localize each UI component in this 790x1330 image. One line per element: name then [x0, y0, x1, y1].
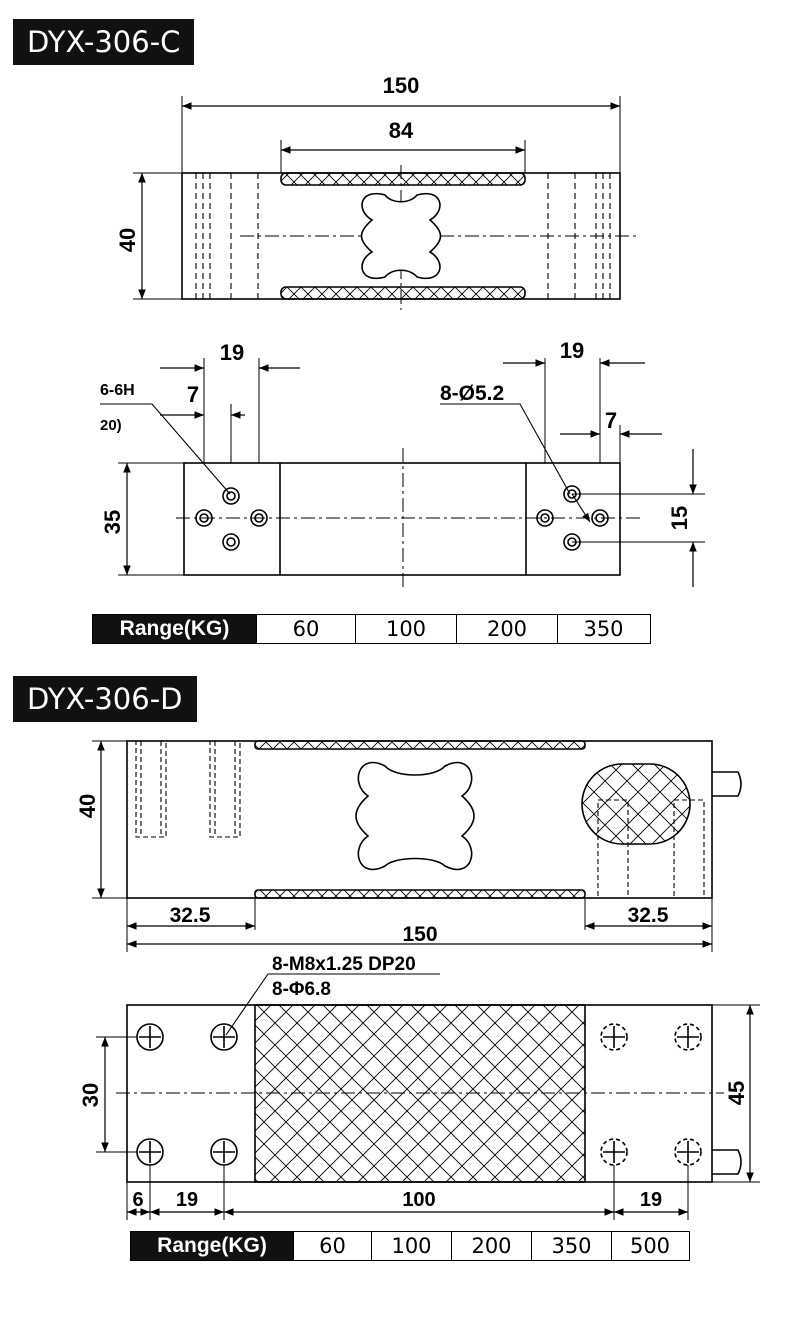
range-value: 350 [531, 1232, 611, 1260]
c-dim-hole-offset-left: 19 [220, 340, 244, 365]
c-dim-hole-spacing: 15 [667, 506, 692, 530]
d-dim-height: 40 [75, 794, 100, 818]
d-thread-callout: 8-M8x1.25 DP20 [272, 954, 416, 975]
range-table-c: Range(KG) 60 100 200 350 [92, 614, 651, 644]
c-dim-inner-offset-right: 7 [605, 408, 617, 433]
d-dim-end-right: 32.5 [628, 904, 669, 927]
range-value: 350 [557, 615, 649, 643]
d-dim-width: 45 [724, 1081, 749, 1105]
d-dim-pitch-right: 19 [640, 1189, 662, 1211]
c-thread-callout: 6-6H [100, 382, 135, 399]
c-hole-callout: 8-Ø5.2 [440, 382, 504, 405]
c-top-view [100, 358, 705, 590]
c-dim-length: 150 [383, 73, 420, 98]
d-side-view [92, 740, 742, 952]
c-side-view [133, 96, 636, 310]
c-dim-hole-offset-right: 19 [560, 338, 584, 363]
range-value: 500 [611, 1232, 688, 1260]
model-title-c: DYX-306-C [13, 19, 195, 65]
d-dim-end-left: 32.5 [170, 904, 211, 927]
model-title-d: DYX-306-D [13, 676, 197, 722]
d-dim-center: 100 [402, 1189, 435, 1211]
d-hole-callout: 8-Φ6.8 [272, 979, 331, 1000]
range-label: Range(KG) [131, 1232, 293, 1260]
c-thread-depth: 20) [100, 417, 122, 434]
range-value: 60 [256, 615, 355, 643]
c-dim-height: 40 [115, 228, 140, 252]
c-dim-inner-length: 84 [389, 118, 414, 143]
d-dim-edge: 6 [132, 1189, 143, 1211]
d-dim-pitch-left: 19 [176, 1189, 198, 1211]
c-dim-width: 35 [100, 510, 125, 534]
c-dim-inner-offset-left: 7 [187, 382, 199, 407]
d-top-view [96, 973, 760, 1220]
range-value: 200 [451, 1232, 531, 1260]
d-dim-length: 150 [402, 923, 437, 946]
range-label: Range(KG) [93, 615, 256, 643]
range-value: 60 [293, 1232, 371, 1260]
range-value: 100 [371, 1232, 451, 1260]
d-dim-hole-spacing: 30 [78, 1083, 103, 1107]
range-table-d: Range(KG) 60 100 200 350 500 [130, 1231, 690, 1261]
range-value: 100 [355, 615, 456, 643]
range-value: 200 [456, 615, 557, 643]
